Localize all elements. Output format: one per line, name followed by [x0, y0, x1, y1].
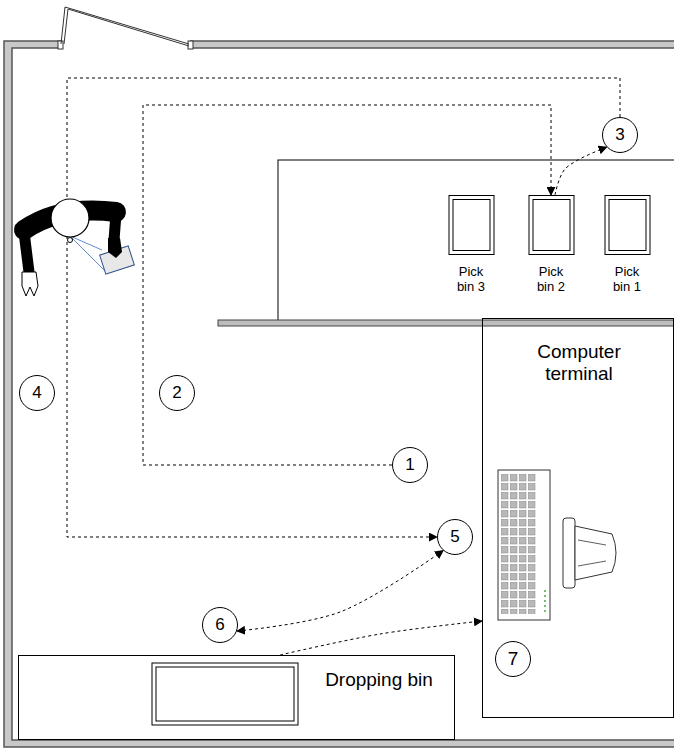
station-box: Dropping bin	[18, 655, 455, 740]
callout-circle: 7	[495, 641, 531, 677]
callout-number: 5	[450, 527, 459, 547]
callout-number: 6	[215, 615, 224, 635]
bin-outline	[529, 196, 574, 255]
pick-bin: Pick bin 1	[596, 195, 658, 295]
callout-number: 2	[172, 383, 181, 403]
callout-circle: 6	[202, 607, 238, 643]
bin-outline	[152, 663, 298, 725]
monitor-screen	[563, 518, 575, 588]
node-label: Dropping bin	[324, 669, 434, 691]
node-label: Pick bin 3	[450, 265, 492, 295]
head	[51, 199, 89, 237]
door-leaf	[64, 9, 189, 46]
monitor-body	[575, 526, 616, 580]
callout-circle: 2	[159, 375, 195, 411]
callout-circle: 3	[602, 117, 638, 153]
flow-path	[555, 147, 607, 195]
flow-path	[143, 105, 551, 465]
door-post	[188, 41, 193, 49]
keyboard-keys	[501, 474, 537, 614]
monitor-detail	[578, 540, 606, 545]
callout-circle: 1	[392, 447, 428, 483]
bin-outline	[605, 196, 650, 255]
inner-wall	[12, 48, 674, 740]
bin-outline	[449, 196, 494, 255]
bin-shape	[440, 195, 502, 255]
callout-number: 4	[32, 383, 41, 403]
left-arm	[24, 232, 29, 272]
worker-figure	[0, 0, 160, 320]
pick-bin: Pick bin 3	[440, 195, 502, 295]
bin-inner	[609, 200, 646, 251]
shelf-ledge	[218, 320, 674, 326]
callout-number: 3	[615, 125, 624, 145]
keyboard-led	[544, 590, 546, 612]
station-box: Computer terminal 7	[482, 318, 674, 718]
bin-shape	[596, 195, 658, 255]
callout-circle: 5	[437, 519, 473, 555]
scan-line	[70, 236, 102, 250]
right-arm	[114, 214, 116, 240]
scan-line	[70, 236, 106, 272]
nose	[68, 238, 73, 243]
monitor-detail	[578, 561, 606, 566]
callout-number: 7	[508, 648, 519, 670]
bin-inner	[533, 200, 570, 251]
pick-bin: Pick bin 2	[520, 195, 582, 295]
node-label: Pick bin 1	[606, 265, 648, 295]
node-label: Computer terminal	[509, 341, 649, 385]
shelf	[278, 160, 674, 322]
bin-shape	[520, 195, 582, 255]
callout-circle: 4	[19, 375, 55, 411]
bin-inner	[156, 667, 294, 721]
keyboard	[498, 470, 550, 620]
left-hand	[22, 272, 38, 296]
flow-path	[67, 78, 620, 537]
node-label: Pick bin 2	[530, 265, 572, 295]
flow-path	[237, 551, 443, 631]
door-post	[58, 41, 63, 49]
flow-path	[280, 621, 482, 655]
bin-inner	[453, 200, 490, 251]
right-hand	[108, 238, 122, 258]
callout-number: 1	[405, 455, 414, 475]
